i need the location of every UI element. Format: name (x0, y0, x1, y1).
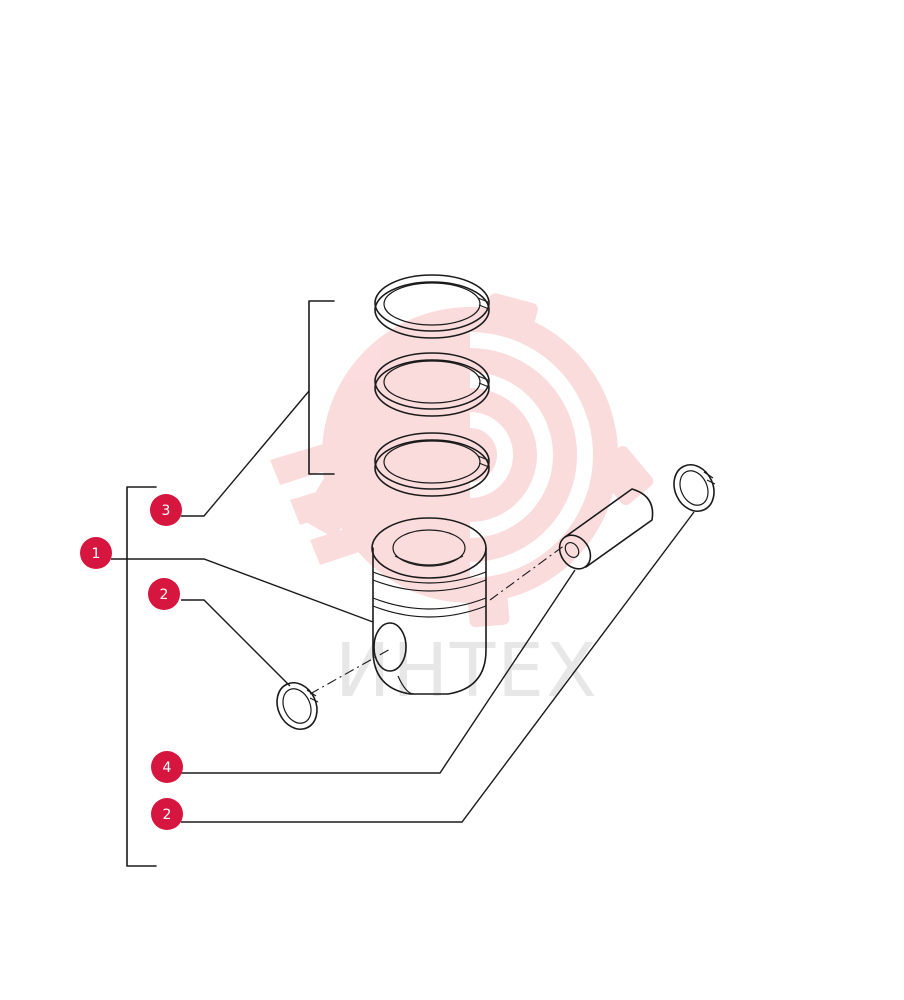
leader-3 (181, 390, 310, 517)
callout-1: 1 (80, 537, 112, 569)
leader-2-upper (181, 599, 291, 687)
callout-2-upper: 2 (148, 578, 180, 610)
callout-4: 4 (151, 751, 183, 783)
piston-ring-top (374, 274, 490, 339)
watermark-logo (270, 293, 654, 628)
pin-axis-line-right (489, 544, 566, 601)
svg-text:2: 2 (160, 587, 169, 603)
circlip-left (276, 682, 319, 730)
leader-1 (111, 558, 374, 623)
callout-3: 3 (150, 494, 182, 526)
kit-bracket (126, 486, 157, 867)
pin-axis-line-left (309, 647, 393, 695)
callout-2-lower: 2 (151, 798, 183, 830)
piston (371, 517, 487, 695)
piston-ring-bottom (374, 432, 490, 497)
svg-text:3: 3 (162, 503, 171, 519)
piston-ring-middle (374, 352, 490, 417)
circlip-right (673, 464, 716, 512)
svg-text:4: 4 (163, 760, 172, 776)
ring-set-bracket (308, 300, 335, 475)
piston-rings (374, 274, 490, 497)
leader-4 (181, 569, 576, 774)
svg-text:1: 1 (92, 546, 101, 562)
piston-pin (558, 488, 654, 570)
leader-2-lower (181, 511, 695, 823)
svg-text:2: 2 (163, 807, 172, 823)
